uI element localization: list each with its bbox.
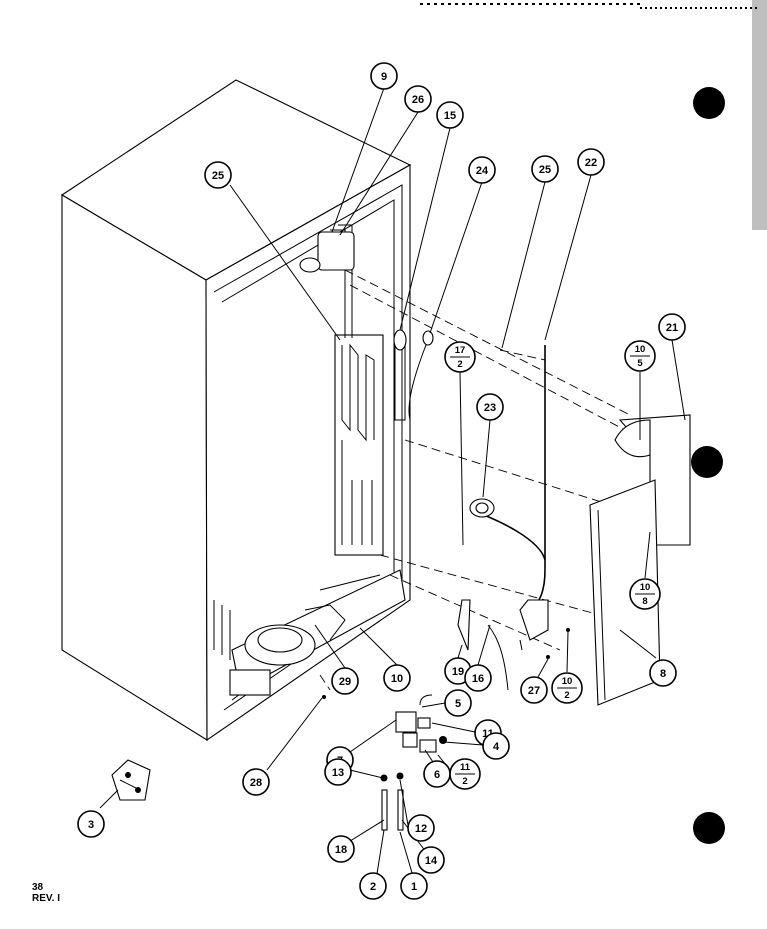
callout-2: 2 <box>359 872 387 900</box>
callout-4: 4 <box>482 732 510 760</box>
svg-text:28: 28 <box>250 777 262 789</box>
callout-22: 22 <box>577 148 605 176</box>
fraction-callout-10-8: 10 8 <box>629 578 661 610</box>
svg-text:6: 6 <box>434 769 440 781</box>
svg-text:25: 25 <box>212 170 224 182</box>
svg-text:2: 2 <box>457 359 462 370</box>
svg-text:29: 29 <box>339 676 351 688</box>
svg-text:10: 10 <box>562 676 573 687</box>
svg-text:17: 17 <box>455 345 466 356</box>
svg-text:12: 12 <box>415 823 427 835</box>
callout-23: 23 <box>476 393 504 421</box>
callout-3: 3 <box>77 810 105 838</box>
fraction-callout-11-2: 11 2 <box>449 758 481 790</box>
callout-14: 14 <box>417 846 445 874</box>
condenser-coil <box>299 224 434 556</box>
svg-text:3: 3 <box>88 819 94 831</box>
callout-12: 12 <box>407 814 435 842</box>
callout-16: 16 <box>464 664 492 692</box>
svg-text:8: 8 <box>660 668 666 680</box>
wire-harness <box>469 345 546 611</box>
callout-9: 9 <box>370 62 398 90</box>
svg-text:2: 2 <box>370 881 376 893</box>
callout-25-left: 25 <box>204 161 232 189</box>
svg-text:25: 25 <box>539 164 551 176</box>
callout-5: 5 <box>444 689 472 717</box>
svg-text:22: 22 <box>585 157 597 169</box>
callout-8: 8 <box>649 659 677 687</box>
svg-text:9: 9 <box>381 71 387 83</box>
svg-text:24: 24 <box>476 165 489 177</box>
svg-text:13: 13 <box>332 767 344 779</box>
bracket-part <box>111 759 151 801</box>
drain-parts <box>457 599 570 691</box>
svg-text:16: 16 <box>472 673 484 685</box>
callout-29: 29 <box>331 667 359 695</box>
svg-text:10: 10 <box>640 582 651 593</box>
svg-text:10: 10 <box>391 673 403 685</box>
cover-panels <box>589 414 691 706</box>
svg-text:2: 2 <box>564 690 569 701</box>
fraction-callout-17-2: 17 2 <box>444 341 476 373</box>
callout-18: 18 <box>327 835 355 863</box>
svg-text:15: 15 <box>444 110 456 122</box>
fraction-callout-10-5: 10 5 <box>624 340 656 372</box>
svg-text:1: 1 <box>411 881 417 893</box>
assembly-dashed-lines <box>319 269 691 691</box>
fraction-callout-10-2: 10 2 <box>551 672 583 704</box>
callout-25-right: 25 <box>531 155 559 183</box>
svg-text:18: 18 <box>335 844 347 856</box>
svg-text:14: 14 <box>425 855 438 867</box>
svg-text:23: 23 <box>484 402 496 414</box>
callout-1: 1 <box>400 872 428 900</box>
svg-text:11: 11 <box>460 762 471 773</box>
callout-26: 26 <box>404 85 432 113</box>
svg-text:5: 5 <box>637 358 643 369</box>
svg-text:21: 21 <box>666 322 678 334</box>
svg-text:8: 8 <box>642 596 647 607</box>
svg-text:10: 10 <box>635 344 646 355</box>
svg-text:19: 19 <box>452 666 464 678</box>
binder-holes <box>691 87 725 844</box>
callout-21: 21 <box>658 313 686 341</box>
callout-labels: 9 26 15 24 25 25 22 21 <box>77 62 686 900</box>
callout-24: 24 <box>468 156 496 184</box>
callout-15: 15 <box>436 101 464 129</box>
scan-edge-marks <box>420 0 767 230</box>
svg-text:27: 27 <box>528 685 540 697</box>
revision-label: REV. I <box>32 893 60 904</box>
fraction-callouts: 10 5 17 2 10 8 10 2 11 2 <box>444 340 661 790</box>
svg-text:5: 5 <box>455 698 461 710</box>
page-number: 38 <box>32 882 44 893</box>
callout-6: 6 <box>423 760 451 788</box>
svg-text:11: 11 <box>482 728 494 740</box>
callout-27: 27 <box>520 676 548 704</box>
svg-text:26: 26 <box>412 94 424 106</box>
callout-28: 28 <box>242 768 270 796</box>
leader-lines <box>99 87 686 884</box>
svg-text:2: 2 <box>462 776 467 787</box>
svg-text:4: 4 <box>493 741 500 753</box>
callout-13: 13 <box>324 758 352 786</box>
callout-10: 10 <box>383 664 411 692</box>
